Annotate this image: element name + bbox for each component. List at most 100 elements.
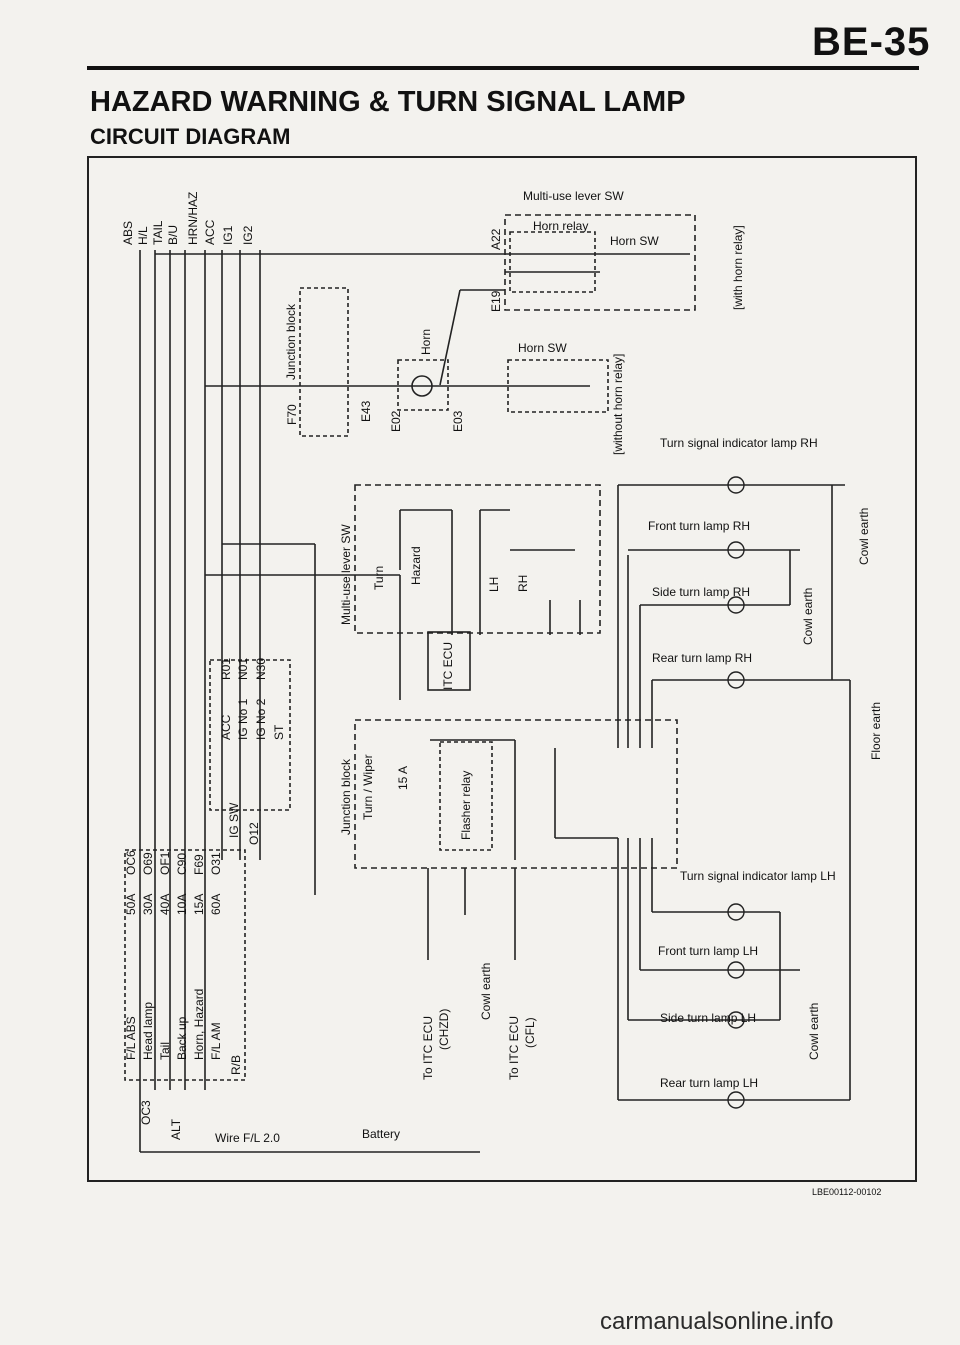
lamp-icon	[727, 1011, 745, 1029]
flasher-relay-label: Flasher relay	[459, 771, 473, 840]
lamp-lh-label-0: Turn signal indicator lamp LH	[680, 869, 836, 883]
ground-label-rh-2: Cowl earth	[801, 588, 815, 645]
diagram-frame	[87, 156, 917, 1182]
bus-label-bu: B/U	[166, 225, 180, 245]
fuse-15a-label: 15 A	[396, 766, 410, 790]
fuse-rating-4: 15A	[192, 894, 206, 915]
turn-wiper-label: Turn / Wiper	[361, 754, 375, 820]
fuse-name-2: Tail	[158, 1042, 172, 1060]
ground-label-floor: Floor earth	[869, 702, 883, 760]
ignition-switch-box	[209, 659, 291, 811]
output-sub-0: (CHZD)	[437, 1009, 451, 1050]
fuse-rating-2: 40A	[158, 894, 172, 915]
fuse-rating-5: 60A	[209, 894, 223, 915]
lamp-icon	[727, 1091, 745, 1109]
ignition-label: IG SW	[227, 802, 241, 838]
bus-label-acc: ACC	[203, 219, 217, 245]
lamp-icon	[727, 961, 745, 979]
horn-symbol	[411, 375, 433, 397]
flasher-relay-box	[439, 741, 493, 851]
terminal-r01: R01	[219, 658, 233, 680]
fuse-rating-1: 30A	[141, 894, 155, 915]
output-label-0: To ITC ECU	[421, 1016, 435, 1080]
without-relay-label: [without horn relay]	[611, 354, 625, 455]
output-sub-1: (CFL)	[523, 1017, 537, 1048]
hazard-label: Hazard	[409, 546, 423, 585]
output-label-1: To ITC ECU	[507, 1016, 521, 1080]
fuse-name-0: F/L ABS	[124, 1016, 138, 1060]
fuse-code-2: OF1	[158, 851, 172, 875]
lamp-lh-label-2: Side turn lamp LH	[660, 1011, 756, 1025]
fuse-rating-0: 50A	[124, 894, 138, 915]
junction-block-upper-label: Junction block	[284, 303, 298, 380]
ground-label-rh-1: Cowl earth	[857, 508, 871, 565]
fuse-name-4: Horn, Hazard	[192, 989, 206, 1060]
lever-switch-box	[354, 484, 601, 634]
junction-block-lower	[354, 719, 678, 869]
bus-label-ig1: IG1	[221, 225, 235, 245]
ground-label-flasher: Cowl earth	[479, 963, 493, 1020]
footer-watermark-url: carmanualsonline.info	[600, 1308, 834, 1335]
lamp-icon	[727, 476, 745, 494]
horn-relay-box	[509, 231, 596, 293]
page-number: BE-35	[812, 20, 931, 64]
fuse-name-1: Head lamp	[141, 1002, 155, 1060]
horn-sw-label-2: Horn SW	[518, 341, 567, 355]
fuse-name-3: Back up	[175, 1016, 189, 1060]
fuse-name-5: F/L AM	[209, 1022, 223, 1060]
ground-label-lh: Cowl earth	[807, 1003, 821, 1060]
ignition-pos-ig2: IG No 2	[254, 698, 268, 740]
lamp-lh-label-1: Front turn lamp LH	[658, 944, 758, 958]
multi-use-lever-label: Multi-use lever SW	[523, 189, 624, 203]
lamp-icon	[727, 671, 745, 689]
page-title: HAZARD WARNING & TURN SIGNAL LAMP	[90, 86, 686, 118]
bus-label-hrnhaz: HRN/HAZ	[186, 192, 200, 245]
section-title: CIRCUIT DIAGRAM	[90, 124, 291, 149]
bus-label-ig2: IG2	[241, 225, 255, 245]
lamp-lh-label-3: Rear turn lamp LH	[660, 1076, 758, 1090]
alt-label: ALT	[169, 1118, 183, 1140]
ignition-pos-st: ST	[272, 724, 286, 740]
itc-ecu-box	[427, 631, 471, 691]
junction-block-upper	[299, 287, 349, 437]
rh-label: RH	[516, 575, 530, 592]
code-e03: E03	[451, 410, 465, 432]
turn-label: Turn	[372, 566, 386, 590]
lamp-icon	[727, 596, 745, 614]
lamp-rh-label-1: Front turn lamp RH	[648, 519, 750, 533]
wire-label: Wire F/L 2.0	[215, 1131, 280, 1145]
main-fuse-code: OC3	[139, 1100, 153, 1125]
itc-ecu-label: ITC ECU	[441, 642, 455, 690]
horn-box	[397, 359, 449, 411]
code-e43: E43	[359, 400, 373, 422]
battery-label: Battery	[362, 1127, 400, 1141]
lamp-rh-label-3: Rear turn lamp RH	[652, 651, 752, 665]
horn-sw-label: Horn SW	[610, 234, 659, 248]
lamp-rh-label-2: Side turn lamp RH	[652, 585, 750, 599]
bus-label-abs: ABS	[121, 221, 135, 245]
fuse-code-5: O31	[209, 852, 223, 875]
code-e02: E02	[389, 410, 403, 432]
code-a22: A22	[489, 228, 503, 250]
terminal-n01: N01	[236, 658, 250, 680]
ignition-pos-acc: ACC	[219, 714, 233, 740]
with-relay-label: [with horn relay]	[731, 225, 745, 310]
lever-switch-label: Multi-use lever SW	[339, 524, 353, 625]
fuse-code-1: O69	[141, 852, 155, 875]
bus-label-tail: TAIL	[151, 220, 165, 245]
main-fuse-wire: R/B	[229, 1055, 243, 1075]
ignition-pos-ig1: IG No 1	[236, 698, 250, 740]
image-code: LBE00112-00102	[812, 1187, 882, 1197]
terminal-n30: N30	[254, 658, 268, 680]
junction-block-lower-label: Junction block	[339, 758, 353, 835]
code-e19: E19	[489, 290, 503, 312]
code-f70-upper: F70	[285, 404, 299, 425]
fuse-rating-3: 10A	[175, 894, 189, 915]
horn-relay-label: Horn relay	[533, 219, 588, 233]
lamp-icon	[727, 903, 745, 921]
multi-use-lever-box	[504, 214, 696, 311]
ignition-code: O12	[247, 822, 261, 845]
horn-sw-box	[507, 359, 609, 413]
fuse-code-4: F69	[192, 854, 206, 875]
